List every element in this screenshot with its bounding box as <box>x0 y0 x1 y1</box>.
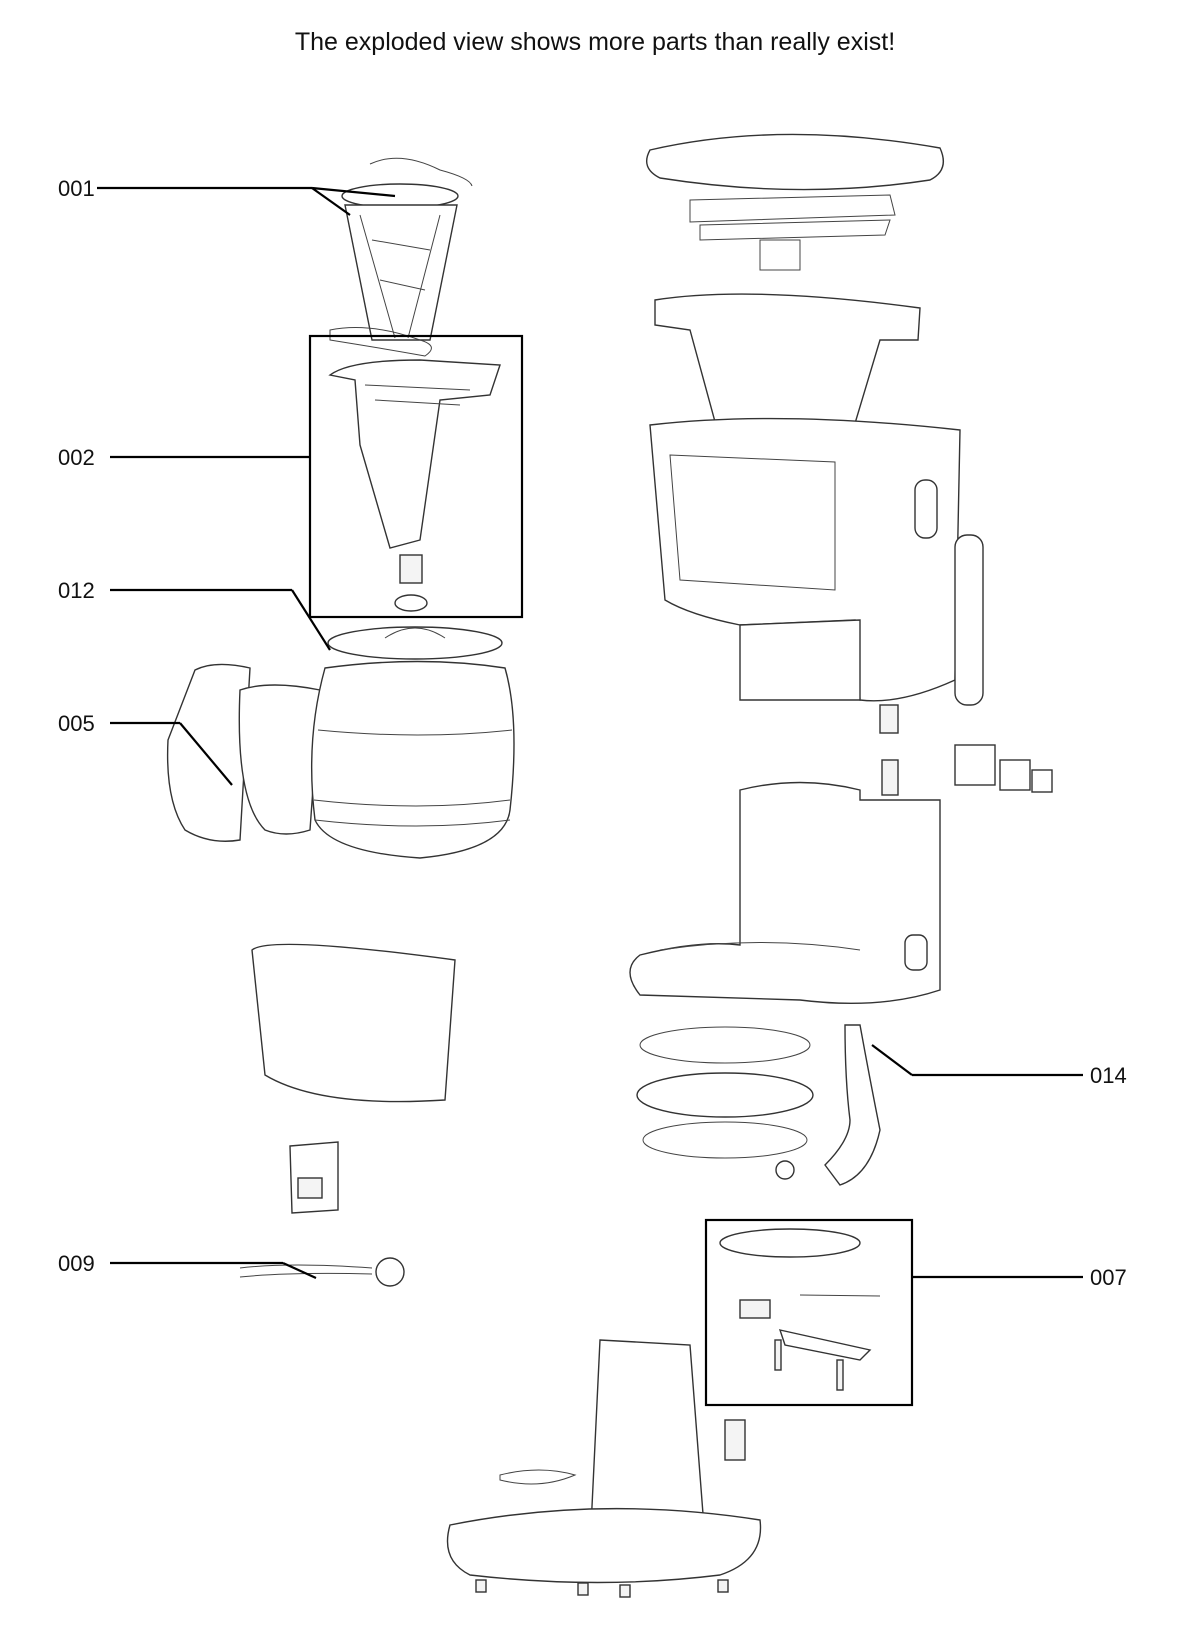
callout-014: 014 <box>1090 1063 1127 1088</box>
carafe-lid-part <box>327 626 503 660</box>
power-cord-part <box>239 1257 405 1287</box>
main-housing-part <box>629 759 941 1005</box>
electronics-part <box>954 744 1053 793</box>
side-panel-part <box>251 943 456 1103</box>
carafe-part <box>166 660 515 859</box>
water-tank-part <box>649 293 984 734</box>
callout-001: 001 <box>58 176 95 201</box>
callout-009: 009 <box>58 1251 95 1276</box>
callout-005: 005 <box>58 711 95 736</box>
diagram-title: The exploded view shows more parts than … <box>294 28 896 56</box>
filter-basket-part <box>328 327 501 612</box>
bottom-assembly-part <box>719 1228 881 1391</box>
callout-002: 002 <box>58 445 95 470</box>
filter-holder-part <box>341 157 473 341</box>
callout-012: 012 <box>58 578 95 603</box>
filter-basket-box <box>308 334 524 619</box>
callout-007: 007 <box>1090 1265 1127 1290</box>
bottom-assembly-box <box>704 1218 914 1407</box>
reservoir-lid-part <box>646 133 944 271</box>
base-plate-part <box>446 1339 762 1598</box>
switch-module-part <box>289 1141 339 1214</box>
hose-part <box>636 1024 881 1186</box>
